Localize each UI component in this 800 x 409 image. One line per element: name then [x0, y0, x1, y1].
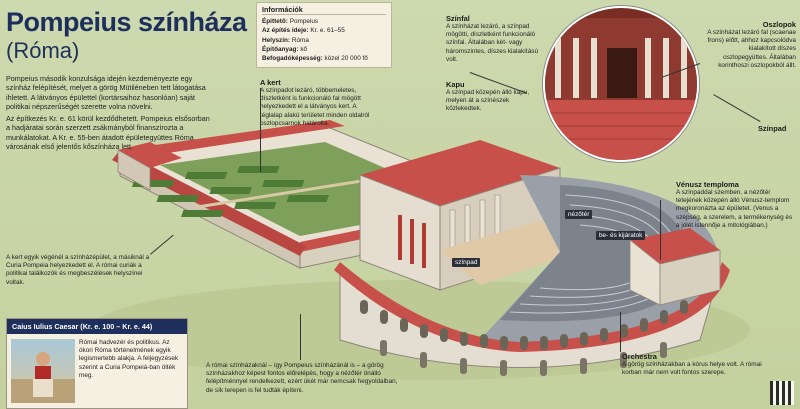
info-value: Pompeius — [289, 18, 319, 26]
annotation-text: A színházat lezáró, a színpad mögötti, d… — [446, 23, 538, 63]
annotation-akert: A kert A színpadot lezáró, többemeletes,… — [260, 78, 380, 128]
info-label: Az építés ideje: — [262, 27, 309, 35]
leader-line — [300, 314, 301, 360]
annotation-text: A görög színházakban a kórus helye volt.… — [622, 361, 762, 377]
info-row: Az építés ideje: Kr. e. 61–55 — [262, 26, 386, 35]
tag-szinpad: színpad — [452, 258, 481, 267]
info-label: Építőanyag: — [262, 45, 299, 53]
info-row: Építőanyag: kő — [262, 45, 386, 54]
tag-kijarat: be- és kijáratok — [596, 231, 646, 240]
annotation-text: A színházat lezáró fal (scaenae frons) e… — [707, 29, 796, 69]
annotation-oszlopok: Oszlopok A színházat lezáró fal (scaenae… — [704, 20, 796, 70]
annotation-title: A kert — [260, 78, 281, 87]
annotation-venusz: Vénusz temploma A színpaddal szemben, a … — [676, 180, 796, 230]
annotation-title: Orchestra — [622, 352, 657, 361]
info-box: Információk Építtető: Pompeius Az építés… — [256, 2, 392, 69]
leader-line — [660, 200, 661, 260]
info-value: kő — [300, 45, 308, 53]
qr-code-icon — [770, 381, 794, 405]
caesar-portrait — [11, 339, 75, 403]
annotation-cavea-note: A római színházaknál – így Pompeius szín… — [206, 362, 402, 395]
annotation-orchestra: Orchestra A görög színházakban a kórus h… — [622, 352, 772, 377]
info-heading: Információk — [262, 5, 386, 16]
caesar-box: Caius Iulius Caesar (Kr. e. 100 – Kr. e.… — [6, 318, 188, 409]
annotation-text: A római színházaknál – így Pompeius szín… — [206, 362, 398, 394]
info-row: Építtető: Pompeius — [262, 17, 386, 26]
annotation-title: Színpad — [758, 124, 787, 133]
info-label: Építtető: — [262, 18, 288, 26]
annotation-title: Színfal — [446, 14, 470, 23]
page-title: Pompeius színháza — [6, 7, 247, 37]
annotation-text: A színpad közepén álló kapu, melyen át a… — [446, 89, 530, 113]
info-row: Befogadóképesség: közel 20 000 fő — [262, 54, 386, 63]
annotation-curia: A kert egyik végénél a színházépület, a … — [6, 254, 156, 287]
caesar-figure-icon — [11, 352, 75, 403]
annotation-szinfal: Színfal A színházat lezáró, a színpad mö… — [446, 14, 538, 64]
caesar-text: Római hadvezér és politikus. Az ókori Ró… — [79, 339, 179, 379]
info-value: közel 20 000 fő — [324, 55, 368, 63]
intro-text: Pompeius második konzulsága idején kezde… — [6, 74, 211, 154]
annotation-title: Oszlopok — [762, 20, 796, 29]
leader-line — [260, 88, 261, 172]
page-subtitle: (Róma) — [6, 38, 80, 63]
info-value: Kr. e. 61–55 — [310, 27, 345, 35]
info-label: Helyszín: — [262, 36, 291, 44]
annotation-title: Kapu — [446, 80, 465, 89]
intro-paragraph: Az építkezés Kr. e. 61 körül kezdődhetet… — [6, 114, 210, 152]
annotation-title: Vénusz temploma — [676, 180, 739, 189]
annotation-text: A színpadot lezáró, többemeletes, díszle… — [260, 87, 370, 127]
annotation-text: A kert egyik végénél a színházépület, a … — [6, 254, 150, 286]
info-value: Róma — [291, 36, 309, 44]
leader-line — [620, 312, 621, 352]
annotation-text: A színpaddal szemben, a nézőtér tetejéne… — [676, 189, 793, 229]
tag-nezoter: nézőtér — [565, 210, 593, 219]
intro-paragraph: Pompeius második konzulsága idején kezde… — [6, 74, 206, 111]
caesar-heading: Caius Iulius Caesar (Kr. e. 100 – Kr. e.… — [7, 319, 187, 334]
info-label: Befogadóképesség: — [262, 55, 323, 63]
info-row: Helyszín: Róma — [262, 36, 386, 45]
annotation-kapu: Kapu A színpad közepén álló kapu, melyen… — [446, 80, 538, 114]
annotation-szinpad: Színpad — [758, 124, 786, 133]
inset-illustration — [545, 8, 697, 160]
stage-detail-inset — [543, 6, 699, 162]
